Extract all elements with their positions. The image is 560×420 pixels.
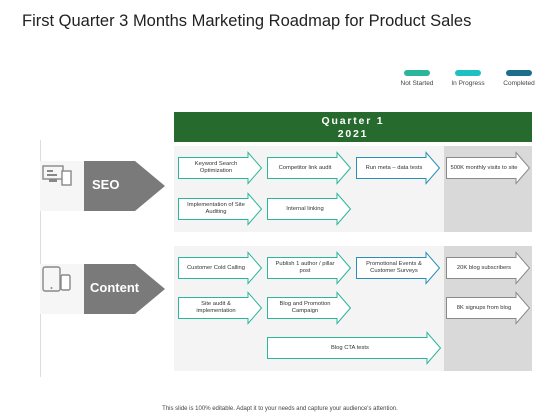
legend-label: Not Started — [400, 80, 434, 87]
task-site-audit-implementation: Site audit & implementation — [178, 291, 263, 325]
page-title: First Quarter 3 Months Marketing Roadmap… — [22, 12, 472, 30]
quarter-header: Quarter 1 2021 — [174, 112, 532, 142]
task-blog-promotion-campaign: Blog and Promotion Campaign — [267, 291, 352, 325]
monitor-devices-icon — [42, 165, 72, 186]
arrow-shape — [356, 151, 441, 185]
category-content: Content — [40, 264, 165, 314]
legend-swatch — [404, 70, 430, 76]
task-promotional-events: Promotional Events & Customer Surveys — [356, 251, 441, 285]
arrow-shape — [267, 331, 442, 365]
task-label: Promotional Events & Customer Surveys — [366, 261, 422, 274]
task-pillar-post: Publish 1 author / pillar post — [267, 251, 352, 285]
task-competitor-audit: Competitor link audit — [267, 151, 352, 185]
task-label: Customer Cold Calling — [187, 264, 245, 271]
task-label: Run meta – data tests — [365, 164, 423, 171]
task-500k-visits: 500K monthly visits to site — [446, 151, 531, 185]
legend-swatch — [455, 70, 481, 76]
task-label: 20K blog subscribers — [456, 264, 512, 271]
arrow-shape — [178, 291, 263, 325]
arrow-shape — [267, 192, 352, 226]
task-label: Keyword Search Optimization — [194, 161, 238, 174]
category-label: Content — [90, 280, 140, 295]
footer-note: This slide is 100% editable. Adapt it to… — [162, 406, 398, 412]
task-blog-cta-tests: Blog CTA tests — [267, 331, 442, 365]
arrow-shape — [446, 251, 531, 285]
category-seo: SEO — [40, 161, 165, 211]
legend-not-started: Not Started — [392, 70, 442, 87]
arrow-shape — [446, 151, 531, 185]
task-label: 500K monthly visits to site — [450, 164, 518, 171]
quarter-label: Quarter 1 — [321, 115, 385, 127]
task-20k-subscribers: 20K blog subscribers — [446, 251, 531, 285]
category-label: SEO — [92, 177, 120, 192]
task-internal-linking: Internal linking — [267, 192, 352, 226]
legend-label: Completed — [503, 80, 535, 87]
arrow-shape — [178, 251, 263, 285]
task-label: Internal linking — [286, 205, 324, 212]
task-site-auditing: Implementation of Site Auditing — [178, 192, 263, 226]
legend-completed: Completed — [494, 70, 544, 87]
task-label: Competitor link audit — [278, 164, 332, 171]
arrow-shape — [446, 291, 531, 325]
tablet-phone-icon — [42, 266, 71, 292]
task-cold-calling: Customer Cold Calling — [178, 251, 263, 285]
arrow-shape — [178, 192, 263, 226]
divider — [40, 140, 41, 377]
quarter-year: 2021 — [337, 128, 369, 140]
task-label: Blog and Promotion Campaign — [279, 301, 331, 314]
legend-in-progress: In Progress — [443, 70, 493, 87]
task-meta-data-tests: Run meta – data tests — [356, 151, 441, 185]
legend-label: In Progress — [451, 80, 485, 87]
task-label: Site audit & implementation — [196, 301, 236, 314]
arrow-shape — [267, 251, 352, 285]
arrow-shape — [267, 291, 352, 325]
arrow-shape — [178, 151, 263, 185]
legend-swatch — [506, 70, 532, 76]
arrow-shape — [356, 251, 441, 285]
task-label: Publish 1 author / pillar post — [275, 261, 335, 274]
task-8k-signups: 8K signups from blog — [446, 291, 531, 325]
arrow-shape — [267, 151, 352, 185]
task-label: Blog CTA tests — [331, 344, 369, 351]
task-label: Implementation of Site Auditing — [187, 202, 245, 215]
task-label: 8K signups from blog — [456, 304, 512, 311]
task-keyword-search: Keyword Search Optimization — [178, 151, 263, 185]
